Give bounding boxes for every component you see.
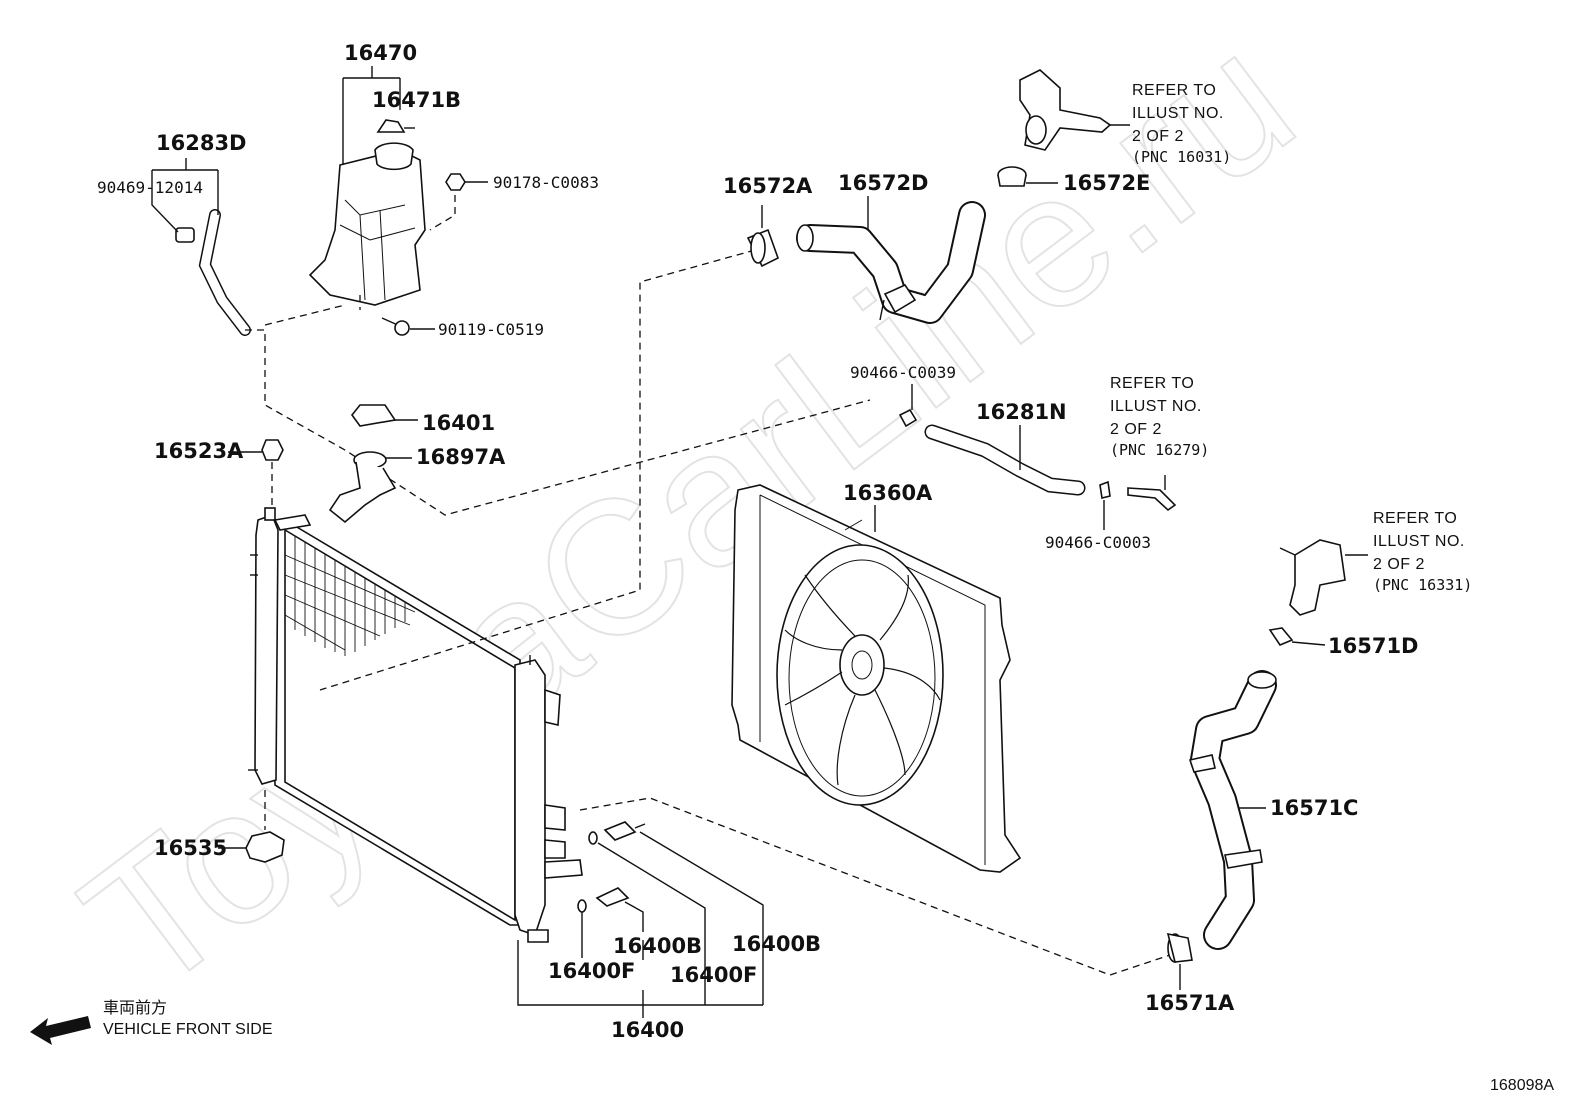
svg-text:(PNC 16031): (PNC 16031) — [1132, 148, 1231, 166]
clamp-90469[interactable] — [175, 227, 195, 243]
filler-neck-16897a[interactable] — [328, 451, 397, 524]
label-16572d: 16572D — [838, 171, 929, 195]
label-16571a: 16571A — [1145, 991, 1235, 1015]
svg-text:REFER TO: REFER TO — [1373, 510, 1457, 527]
svg-text:ILLUST NO.: ILLUST NO. — [1110, 398, 1202, 415]
svg-text:(PNC 16279): (PNC 16279) — [1110, 441, 1209, 459]
svg-text:REFER TO: REFER TO — [1110, 375, 1194, 392]
water-outlet-ref-16031[interactable] — [1019, 69, 1112, 151]
radiator-cap-16401[interactable] — [350, 404, 397, 427]
label-16360a: 16360A — [843, 481, 933, 505]
o-ring-16400f-lower[interactable] — [577, 899, 587, 913]
label-16400f-1: 16400F — [548, 959, 635, 983]
clip-90466-c0003[interactable] — [1099, 480, 1111, 499]
clamp-16571d[interactable] — [1268, 627, 1294, 646]
svg-text:2 OF 2: 2 OF 2 — [1110, 421, 1162, 438]
label-90119-c0519: 90119-C0519 — [438, 320, 544, 339]
svg-text:ILLUST NO.: ILLUST NO. — [1132, 105, 1224, 122]
vehicle-front-label-en: VEHICLE FRONT SIDE — [103, 1021, 273, 1038]
label-16400f-2: 16400F — [670, 963, 757, 987]
reservoir-tank[interactable] — [308, 142, 426, 306]
svg-text:REFER TO: REFER TO — [1132, 82, 1216, 99]
svg-text:(PNC 16331): (PNC 16331) — [1373, 576, 1472, 594]
radiator[interactable] — [248, 507, 583, 943]
clip-90466-c0039[interactable] — [898, 408, 918, 428]
label-16572e: 16572E — [1063, 171, 1150, 195]
label-16571c: 16571C — [1270, 796, 1358, 820]
label-16283d: 16283D — [156, 131, 247, 155]
clamp-16572e[interactable] — [997, 166, 1027, 187]
figure-id: 168098A — [1490, 1077, 1554, 1094]
label-90469-12014: 90469-12014 — [97, 178, 203, 197]
svg-text:ILLUST NO.: ILLUST NO. — [1373, 533, 1465, 550]
label-16400b-2: 16400B — [732, 932, 821, 956]
label-16523a: 16523A — [154, 439, 244, 463]
label-16471b: 16471B — [372, 88, 461, 112]
refer-note-16279: REFER TO ILLUST NO. 2 OF 2 (PNC 16279) — [1110, 375, 1209, 459]
label-16400: 16400 — [611, 1018, 684, 1042]
label-16897a: 16897A — [416, 445, 506, 469]
label-90466-c0003: 90466-C0003 — [1045, 533, 1151, 552]
hose-16571c[interactable] — [1188, 670, 1277, 950]
refer-note-16031: REFER TO ILLUST NO. 2 OF 2 (PNC 16031) — [1132, 82, 1231, 166]
nut-90178[interactable] — [445, 173, 466, 191]
label-90466-c0039: 90466-C0039 — [850, 363, 956, 382]
clamp-16572a[interactable] — [746, 228, 779, 268]
label-16470: 16470 — [344, 41, 417, 65]
drain-plug-16400b-lower[interactable] — [595, 887, 630, 907]
cushion-16535[interactable] — [245, 831, 285, 863]
svg-text:2 OF 2: 2 OF 2 — [1132, 128, 1184, 145]
label-16535: 16535 — [154, 836, 227, 860]
clamp-16571a[interactable] — [1166, 932, 1193, 963]
pipe-ref-16279[interactable] — [1127, 487, 1177, 512]
o-ring-16400f-upper[interactable] — [588, 831, 598, 845]
drain-plug-16400b-upper[interactable] — [603, 821, 646, 841]
hose-16283d[interactable] — [198, 209, 251, 336]
label-16400b-1: 16400B — [613, 934, 702, 958]
label-16401: 16401 — [422, 411, 495, 435]
reservoir-cap[interactable] — [376, 119, 415, 133]
bolt-90119[interactable] — [381, 317, 410, 336]
fan-shroud-16360a[interactable] — [731, 484, 1022, 873]
label-16571d: 16571D — [1328, 634, 1419, 658]
refer-note-16331: REFER TO ILLUST NO. 2 OF 2 (PNC 16331) — [1373, 510, 1472, 594]
cushion-16523a[interactable] — [261, 439, 284, 461]
label-90178-c0083: 90178-C0083 — [493, 173, 599, 192]
svg-text:2 OF 2: 2 OF 2 — [1373, 556, 1425, 573]
water-inlet-ref-16331[interactable] — [1279, 539, 1346, 616]
hose-16281n[interactable] — [924, 424, 1086, 496]
vehicle-front-label-jp: 車両前方 — [103, 999, 167, 1017]
label-16281n: 16281N — [976, 400, 1067, 424]
hose-16572d[interactable] — [796, 201, 986, 324]
label-16572a: 16572A — [723, 174, 813, 198]
vehicle-front-arrow-icon — [30, 1016, 91, 1045]
